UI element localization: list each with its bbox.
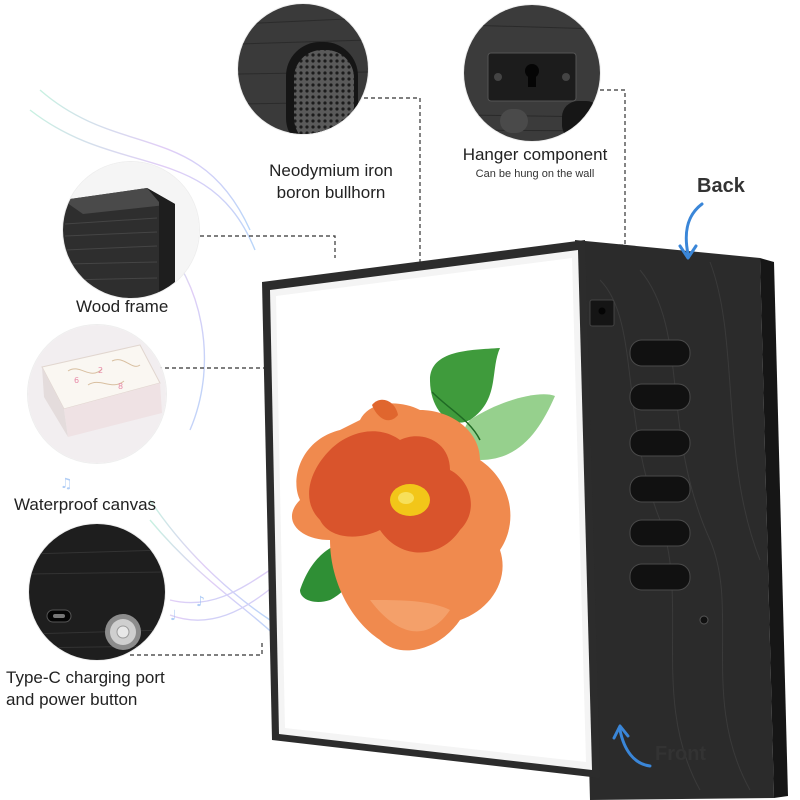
svg-text:♪: ♪ [196,594,205,610]
speaker-slots [629,339,691,591]
back-label: Back [697,175,745,197]
flower-artwork [291,348,555,651]
wood-frame-label: Wood frame [76,297,169,316]
speaker-label: Neodymium iron boron bullhorn [236,160,426,204]
hanger-label-subtitle: Can be hung on the wall [475,168,595,180]
canvas-detail-image: 6 2 8 [28,325,166,463]
hanger-label: Hanger component Can be hung on the wall [440,144,630,182]
speaker-label-line2: boron bullhorn [276,183,386,202]
port-detail-image [29,524,165,660]
wood-frame-detail-image [63,162,199,298]
back-arrow-icon [678,202,704,260]
front-label: Front [655,743,707,765]
svg-text:8: 8 [118,382,123,391]
svg-text:♩: ♩ [170,608,177,624]
hanger-detail-image [464,5,600,141]
speaker-label-line1: Neodymium iron [269,161,393,180]
port-label-line2: and power button [6,690,138,709]
port-label: Type-C charging port and power button [6,667,165,711]
canvas-label: Waterproof canvas [14,495,157,514]
port-label-line1: Type-C charging port [6,668,165,687]
hanger-label-title: Hanger component [462,145,608,164]
svg-text:6: 6 [74,376,79,385]
svg-text:2: 2 [98,366,103,375]
speaker-detail-image [238,4,368,134]
front-arrow-icon [612,724,652,768]
svg-text:♫: ♫ [60,476,73,492]
